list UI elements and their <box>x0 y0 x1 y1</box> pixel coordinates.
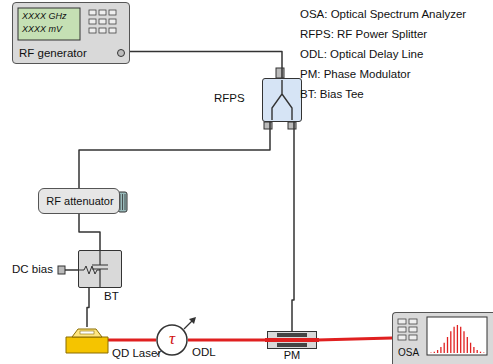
power-splitter: RFPS <box>212 78 307 122</box>
bias-tee-symbol <box>78 250 128 306</box>
rf-connector <box>264 122 272 129</box>
legend-line: ODL: Optical Delay Line <box>300 48 423 61</box>
dc-bias-wire <box>58 266 78 274</box>
rf-cable <box>292 122 294 331</box>
optical-fiber <box>317 338 392 340</box>
rf-cable <box>87 288 89 327</box>
screen-text: XXXX mV <box>22 24 62 34</box>
rf-cable <box>130 52 282 78</box>
bias-tee: BT <box>78 250 128 306</box>
rf-cable <box>79 214 100 250</box>
dc-bias-label: DC bias <box>12 263 53 276</box>
legend-line: OSA: Optical Spectrum Analyzer <box>300 8 466 21</box>
device-label: BT <box>104 290 119 303</box>
legend-line: BT: Bias Tee <box>300 88 364 101</box>
rf-attenuator: RF attenuator <box>38 188 120 214</box>
osa: OSA <box>392 312 493 364</box>
legend-line: PM: Phase Modulator <box>300 68 411 81</box>
phase-modulator: PM <box>267 329 317 364</box>
device-label: RF attenuator <box>39 195 121 208</box>
device-label: ODL <box>192 346 216 359</box>
rf-cable <box>79 122 270 188</box>
optical-delay-line: τODL <box>156 324 226 362</box>
screen-text: XXXX GHz <box>22 11 67 21</box>
legend-line: RFPS: RF Power Splitter <box>300 28 427 41</box>
device-label: QD Laser <box>112 347 161 360</box>
device-label: RF generator <box>19 47 87 60</box>
device-label: PM <box>267 349 317 361</box>
rf-connector <box>276 68 284 78</box>
optical-fiber <box>108 339 156 342</box>
rf-connector <box>288 122 296 129</box>
device-label: RFPS <box>214 92 245 105</box>
delay-symbol: τ <box>156 330 188 347</box>
device-label: OSA <box>398 347 419 359</box>
rf-generator: XXXX GHzXXXX mV RF generator <box>12 2 130 64</box>
optical-fiber <box>188 339 267 342</box>
